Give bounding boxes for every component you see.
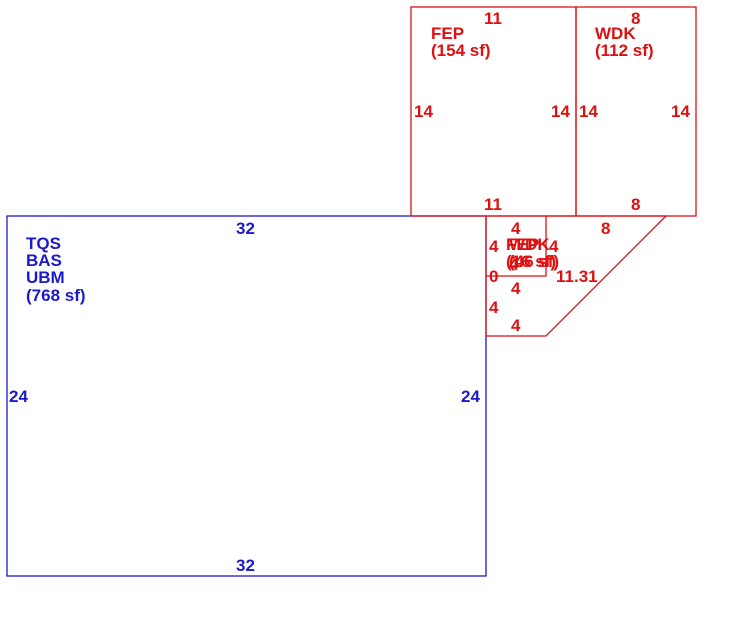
deck-dim-left-lower: 4 (489, 298, 499, 317)
main-area-code-2: BAS (26, 251, 62, 270)
small-size-1: (16 sf) (506, 252, 556, 271)
deck-dim-bottom: 4 (511, 316, 521, 335)
fep-size: (154 sf) (431, 41, 491, 60)
main-area-size: (768 sf) (26, 286, 86, 305)
wdk-dim-top: 8 (631, 9, 640, 28)
small-dim-top: 4 (511, 219, 521, 238)
small-dim-left: 4 (489, 237, 499, 256)
main-dim-right: 24 (461, 387, 480, 406)
wdk-dim-right: 14 (671, 102, 690, 121)
small-dim-zero: 0 (489, 267, 498, 286)
small-dim-right: 4 (549, 237, 559, 256)
wdk-dim-left: 14 (579, 102, 598, 121)
deck-dim-diagonal: 11.31 (556, 267, 598, 286)
main-dim-left: 24 (9, 387, 28, 406)
main-area-outline (6, 215, 487, 577)
wdk-size: (112 sf) (595, 41, 654, 60)
fep-dim-right: 14 (551, 102, 570, 121)
wdk-dim-bottom: 8 (631, 195, 640, 214)
main-dim-top: 32 (236, 219, 255, 238)
fep-dim-bottom: 11 (484, 195, 502, 214)
main-area-code-1: TQS (26, 234, 61, 253)
small-code-wdk: WDK (509, 235, 550, 254)
fep-code: FEP (431, 24, 464, 43)
main-area-code-3: UBM (26, 268, 65, 287)
main-dim-bottom: 32 (236, 556, 255, 575)
wdk-code: WDK (595, 24, 636, 43)
fep-dim-left: 14 (414, 102, 433, 121)
deck-dim-top: 8 (601, 219, 610, 238)
small-size-2: (46 sf) (509, 252, 559, 271)
small-code-fep: FEP (506, 235, 539, 254)
small-porch-outline (486, 215, 547, 277)
fep-dim-top: 11 (484, 9, 502, 28)
deck-outline (485, 215, 668, 337)
small-dim-inner: 4 (509, 255, 519, 274)
small-dim-bottom: 4 (511, 279, 521, 298)
